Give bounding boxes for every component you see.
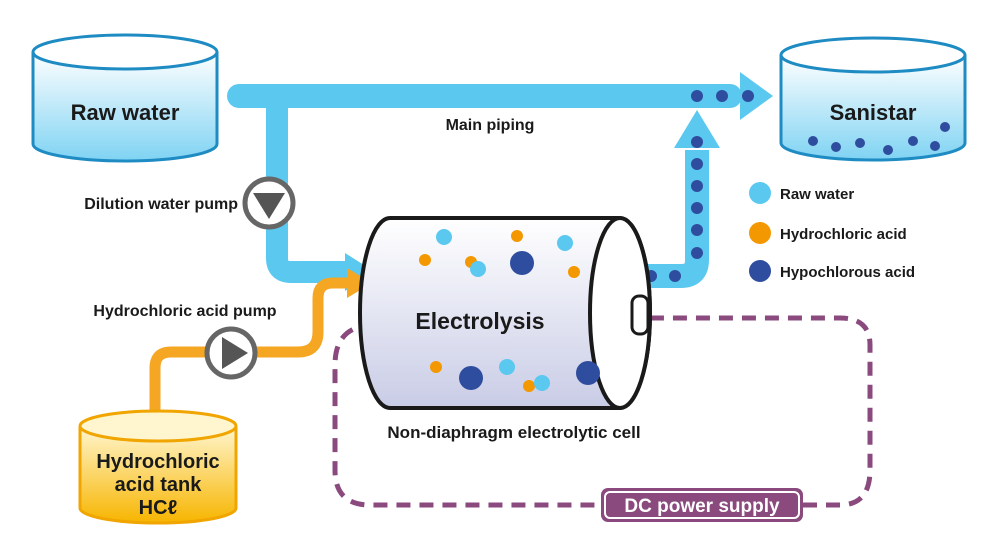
- dilution-water-pump: [242, 176, 296, 230]
- main-pipe-flow-dots: [691, 90, 754, 102]
- hcl-tank: [78, 409, 238, 525]
- raw-water-tank: [31, 33, 219, 163]
- hydrochloric-acid-pump: [204, 326, 258, 380]
- main-piping-label: Main piping: [446, 117, 535, 134]
- legend-label-raw-water: Raw water: [780, 186, 854, 203]
- dilution-pump-label: Dilution water pump: [84, 196, 238, 213]
- dc-power-label: DC power supply: [624, 496, 780, 517]
- power-line: [332, 315, 873, 508]
- raw-water-label: Raw water: [71, 100, 180, 125]
- dc-power-supply: [601, 488, 803, 522]
- legend-label-hydrochloric-acid: Hydrochloric acid: [780, 226, 907, 243]
- hcl-pump-label: Hydrochloric acid pump: [93, 303, 276, 320]
- electrolysis-label: Electrolysis: [415, 308, 544, 334]
- legend-swatch-hydrochloric-acid: [749, 222, 771, 244]
- main-piping: [227, 72, 773, 120]
- legend-label-hypochlorous-acid: Hypochlorous acid: [780, 264, 915, 281]
- hcl-tank-label-2: acid tank: [115, 474, 203, 496]
- electrolytic-cell: [358, 216, 652, 410]
- electrode-terminal: [630, 294, 650, 336]
- legend-swatch-raw-water: [749, 182, 771, 204]
- sanistar-tank: [779, 36, 967, 162]
- cell-label: Non-diaphragm electrolytic cell: [387, 423, 640, 442]
- hcl-tank-label-3: HCℓ: [139, 497, 178, 519]
- legend-swatch-hypochlorous-acid: [749, 260, 771, 282]
- hcl-tank-label-1: Hydrochloric: [96, 451, 219, 473]
- pump-arrow-down-icon: [253, 193, 285, 219]
- pump-arrow-right-icon: [222, 337, 248, 369]
- sanistar-label: Sanistar: [830, 100, 917, 125]
- legend: Raw water Hydrochloric acid Hypochlorous…: [749, 182, 915, 282]
- outlet-pipe: [640, 110, 720, 288]
